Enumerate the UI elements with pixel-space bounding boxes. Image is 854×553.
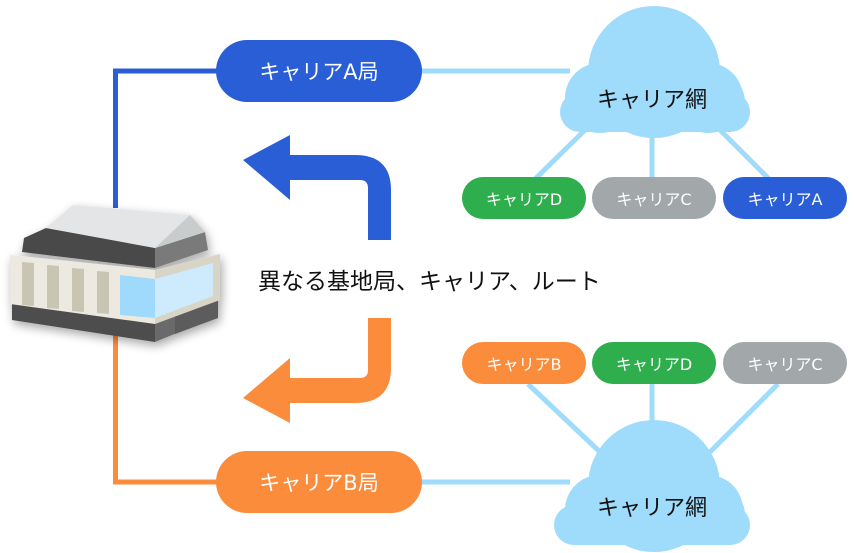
- carrier-tag-label: キャリアD: [485, 190, 563, 209]
- building-icon: [10, 205, 220, 342]
- cloud-top-label: キャリア網: [596, 88, 707, 113]
- route-arrow-orange: [243, 318, 391, 423]
- station-a-label: キャリアA局: [259, 60, 379, 84]
- cloud-top-shape: [560, 6, 750, 138]
- carrier-tag-label: キャリアC: [747, 355, 823, 374]
- cloud-top-link-a: [718, 128, 774, 184]
- cloud-bottom-shape: [554, 420, 750, 552]
- carrier-tag-label: キャリアC: [616, 190, 692, 209]
- carrier-tag: キャリアD: [592, 342, 716, 384]
- diagram-caption: 異なる基地局、キャリア、ルート: [258, 269, 601, 295]
- carrier-tag: キャリアC: [723, 342, 847, 384]
- cloud-bottom-label: キャリア網: [596, 496, 707, 521]
- cloud-bottom-link-b: [526, 382, 602, 454]
- cloud-top-link-d: [530, 128, 587, 184]
- route-arrow-blue: [243, 135, 391, 240]
- orange-connector-line: [113, 328, 230, 485]
- carrier-tag-label: キャリアD: [615, 355, 693, 374]
- carrier-tag-label: キャリアB: [486, 355, 562, 374]
- carrier-tag: キャリアC: [592, 177, 716, 219]
- carrier-tag-label: キャリアA: [747, 190, 823, 209]
- station-b-pill: キャリアB局: [216, 451, 422, 513]
- blue-connector-line: [113, 68, 230, 208]
- carrier-tag: キャリアA: [723, 177, 847, 219]
- station-a-pill: キャリアA局: [216, 40, 422, 102]
- station-b-label: キャリアB局: [259, 471, 379, 495]
- carrier-tag: キャリアD: [462, 177, 586, 219]
- cloud-bottom-link-c: [708, 382, 780, 454]
- carrier-tag: キャリアB: [462, 342, 586, 384]
